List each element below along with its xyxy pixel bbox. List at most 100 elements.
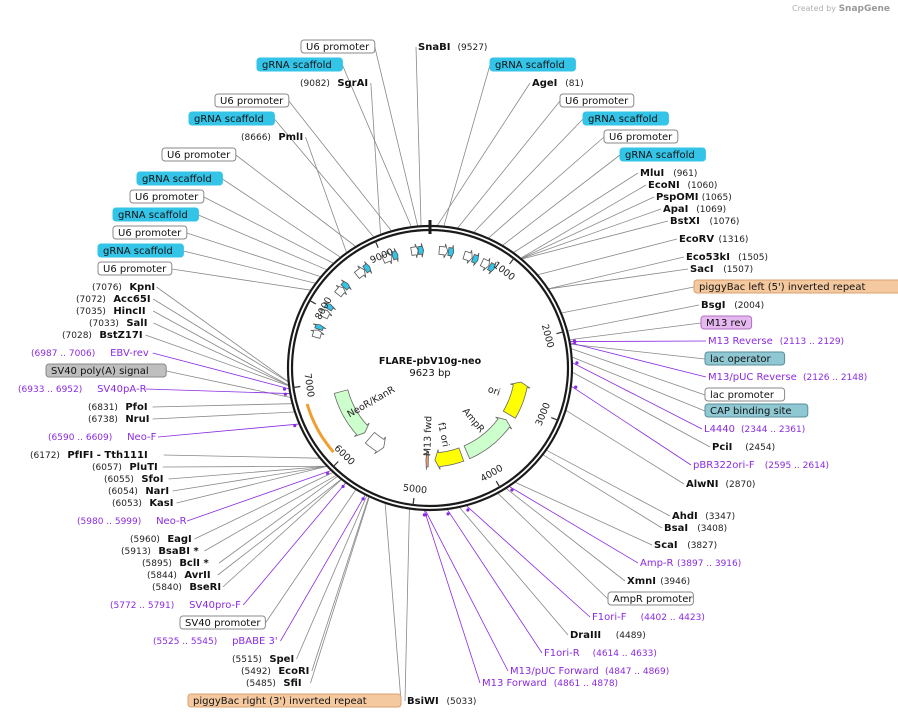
- leader-line: [515, 482, 653, 546]
- leader-line: [570, 342, 707, 378]
- enzyme-name: KpnI: [129, 282, 155, 293]
- label-enzyme: (6053) KasI: [112, 498, 173, 509]
- leader-line: [198, 214, 327, 270]
- leader-line: [183, 250, 315, 284]
- label-feature: U6 promoter: [161, 147, 237, 162]
- leader-line: [342, 64, 412, 227]
- leader-line: [521, 208, 662, 259]
- enzyme-name: PluTI: [129, 462, 157, 473]
- feature-label-box: [161, 147, 237, 162]
- grna-arc-5: [323, 301, 336, 312]
- leader-line: [203, 196, 334, 264]
- primer-site-mark: [422, 513, 426, 517]
- tick-label: 1000: [491, 260, 517, 283]
- enzyme-position: (8666): [241, 133, 271, 143]
- enzyme-position: (3946): [660, 577, 690, 587]
- leader-line: [443, 64, 491, 226]
- primer-name: Neo-R: [156, 516, 187, 527]
- enzyme-position: (5895): [142, 559, 172, 569]
- leader-line: [572, 372, 711, 448]
- primer-range: (6987 .. 7006): [31, 349, 95, 359]
- primer-range: (5525 .. 5545): [153, 637, 217, 647]
- label-feature: U6 promoter: [214, 93, 290, 108]
- leader-line: [571, 348, 706, 396]
- enzyme-position: (6055): [104, 475, 134, 485]
- primer-range: (6590 .. 6609): [48, 433, 112, 443]
- feature-label-box: [97, 261, 173, 276]
- primer-site-mark: [573, 340, 577, 344]
- primer-range: (2344 .. 2361): [741, 425, 805, 435]
- enzyme-name: MluI: [640, 168, 664, 179]
- enzyme-name: AhdI: [672, 511, 698, 522]
- primer-name: EBV-rev: [110, 348, 149, 359]
- label-primer: Neo-F(6590 .. 6609): [48, 432, 157, 443]
- leader-line: [568, 304, 700, 332]
- feature-label-text: SV40 poly(A) signal: [51, 366, 149, 377]
- enzyme-name: DraIII: [570, 630, 601, 641]
- leader-line: [509, 486, 639, 564]
- tick-label: 7000: [302, 373, 316, 398]
- enzyme-position: (7076): [92, 283, 122, 293]
- label-enzyme: (8666)PmlI: [241, 132, 303, 143]
- label-enzyme: (6831)PfoI: [88, 402, 148, 413]
- label-enzyme: (1505)Eco53kI: [686, 252, 768, 263]
- tick-mark: [412, 497, 415, 506]
- leader-line: [425, 510, 509, 672]
- enzyme-position: (5840): [152, 583, 182, 593]
- primer-name: SV40pA-R: [97, 384, 146, 395]
- label-primer: Amp-R(3897 .. 3916): [640, 558, 741, 569]
- enzyme-name: KasI: [149, 498, 173, 509]
- label-primer: M13/pUC Reverse(2126 .. 2148): [708, 372, 867, 383]
- feature-label-text: U6 promoter: [220, 96, 284, 107]
- leader-line: [521, 196, 655, 259]
- enzyme-name: SgrAI: [337, 78, 368, 89]
- label-feature: U6 promoter: [300, 39, 376, 54]
- label-enzyme: (5515)SpeI: [232, 654, 294, 665]
- feature-label-box: [559, 93, 635, 108]
- u6-arc-3: [353, 265, 367, 280]
- primer-range: (4614 .. 4633): [593, 649, 657, 659]
- enzyme-position: (9527): [458, 43, 488, 53]
- leader-line: [502, 154, 621, 246]
- leader-line: [305, 136, 347, 253]
- feature-arcs: [310, 243, 497, 339]
- annotation-labels: U6 promoter (9527)SnaBI gRNA scaffold gRNA …: [18, 39, 898, 708]
- enzyme-position: (5492): [241, 667, 271, 677]
- ori-arrow: [502, 381, 531, 419]
- primer-name: F1ori-R: [544, 648, 580, 659]
- u6-arc-7: [462, 250, 473, 264]
- enzyme-position: (6053): [112, 499, 142, 509]
- u6-arc-2: [381, 250, 393, 265]
- enzyme-name: PspOMI: [656, 192, 698, 203]
- enzyme-position: (1507): [723, 265, 753, 275]
- label-primer: M13 Forward(4861 .. 4878): [482, 678, 618, 689]
- feature-label-text: gRNA scaffold: [118, 210, 188, 221]
- label-enzyme: (2454)PciI: [712, 442, 775, 453]
- ori-label: ori: [486, 384, 501, 399]
- leader-line: [488, 136, 605, 238]
- enzyme-name: XmnI: [627, 576, 656, 587]
- leader-line: [506, 488, 626, 582]
- leader-line: [497, 493, 609, 600]
- label-feature: U6 promoter: [112, 225, 188, 240]
- leader-line: [437, 82, 531, 226]
- primer-site-mark: [282, 387, 287, 391]
- feature-label-text: U6 promoter: [103, 264, 167, 275]
- label-primer: M13/pUC Forward(4847 .. 4869): [510, 666, 669, 677]
- leader-line: [222, 178, 341, 258]
- feature-label-text: gRNA scaffold: [588, 114, 658, 125]
- label-enzyme: (81)AgeI: [532, 78, 584, 89]
- feature-label-box: [97, 243, 184, 258]
- label-feature: gRNA scaffold: [136, 171, 223, 186]
- enzyme-position: (5033): [447, 697, 477, 707]
- feature-label-box: [582, 111, 669, 126]
- label-enzyme: (6055)SfoI: [104, 474, 163, 485]
- enzyme-name: BsaBI *: [158, 546, 199, 557]
- feature-label-box: [136, 171, 223, 186]
- label-enzyme: (9527)SnaBI: [418, 42, 487, 53]
- enzyme-name: EcoRV: [679, 234, 714, 245]
- label-feature: M13 rev: [700, 315, 753, 330]
- feature-label-text: AmpR promoter: [613, 594, 693, 605]
- leader-line: [152, 352, 289, 389]
